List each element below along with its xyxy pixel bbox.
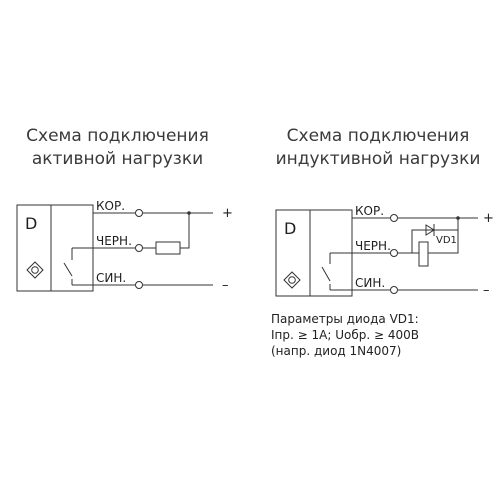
right-output-switch xyxy=(321,252,352,291)
left-minus-sign: – xyxy=(222,278,229,293)
left-wire-blue xyxy=(93,281,213,289)
left-diagram-title: Схема подключения активной нагрузки xyxy=(5,125,230,171)
diode-params-line3: (напр. диод 1N4007) xyxy=(271,344,402,358)
right-title-line2: индуктивной нагрузки xyxy=(275,149,481,169)
right-sensor-label: D xyxy=(284,219,296,238)
diode-params-line2: Iпр. ≥ 1А; Uобр. ≥ 400В xyxy=(271,328,419,342)
right-diagram-title: Схема подключения индуктивной нагрузки xyxy=(258,125,498,171)
left-label-brown: КОР. xyxy=(96,199,125,213)
left-load-resistor xyxy=(155,213,190,255)
left-sensor-label: D xyxy=(25,214,37,233)
right-wire-black xyxy=(352,249,412,257)
diode-parameters-note: Параметры диода VD1: Iпр. ≥ 1А; Uобр. ≥ … xyxy=(271,311,496,359)
left-label-black: ЧЕРН. xyxy=(96,234,132,248)
right-circuit xyxy=(275,209,478,297)
left-title-line1: Схема подключения xyxy=(26,126,209,146)
right-label-black: ЧЕРН. xyxy=(355,239,391,253)
left-plus-sign: + xyxy=(222,206,233,221)
right-diode-coil-network xyxy=(411,218,459,267)
left-wire-black xyxy=(93,244,156,252)
right-label-brown: КОР. xyxy=(355,204,384,218)
left-circuit xyxy=(16,204,213,292)
vd1-label: VD1 xyxy=(436,235,457,246)
vd1-diode-icon xyxy=(425,224,435,236)
right-plus-sign: + xyxy=(483,211,494,226)
left-output-switch xyxy=(63,247,93,286)
diode-params-line1: Параметры диода VD1: xyxy=(271,312,419,326)
left-label-blue: СИН. xyxy=(96,271,126,285)
right-minus-sign: – xyxy=(483,283,490,298)
right-label-blue: СИН. xyxy=(355,276,385,290)
left-title-line2: активной нагрузки xyxy=(31,149,204,169)
left-wire-brown xyxy=(93,209,213,217)
right-title-line1: Схема подключения xyxy=(286,126,470,146)
right-wire-blue xyxy=(352,286,478,294)
right-wire-brown xyxy=(352,214,478,222)
